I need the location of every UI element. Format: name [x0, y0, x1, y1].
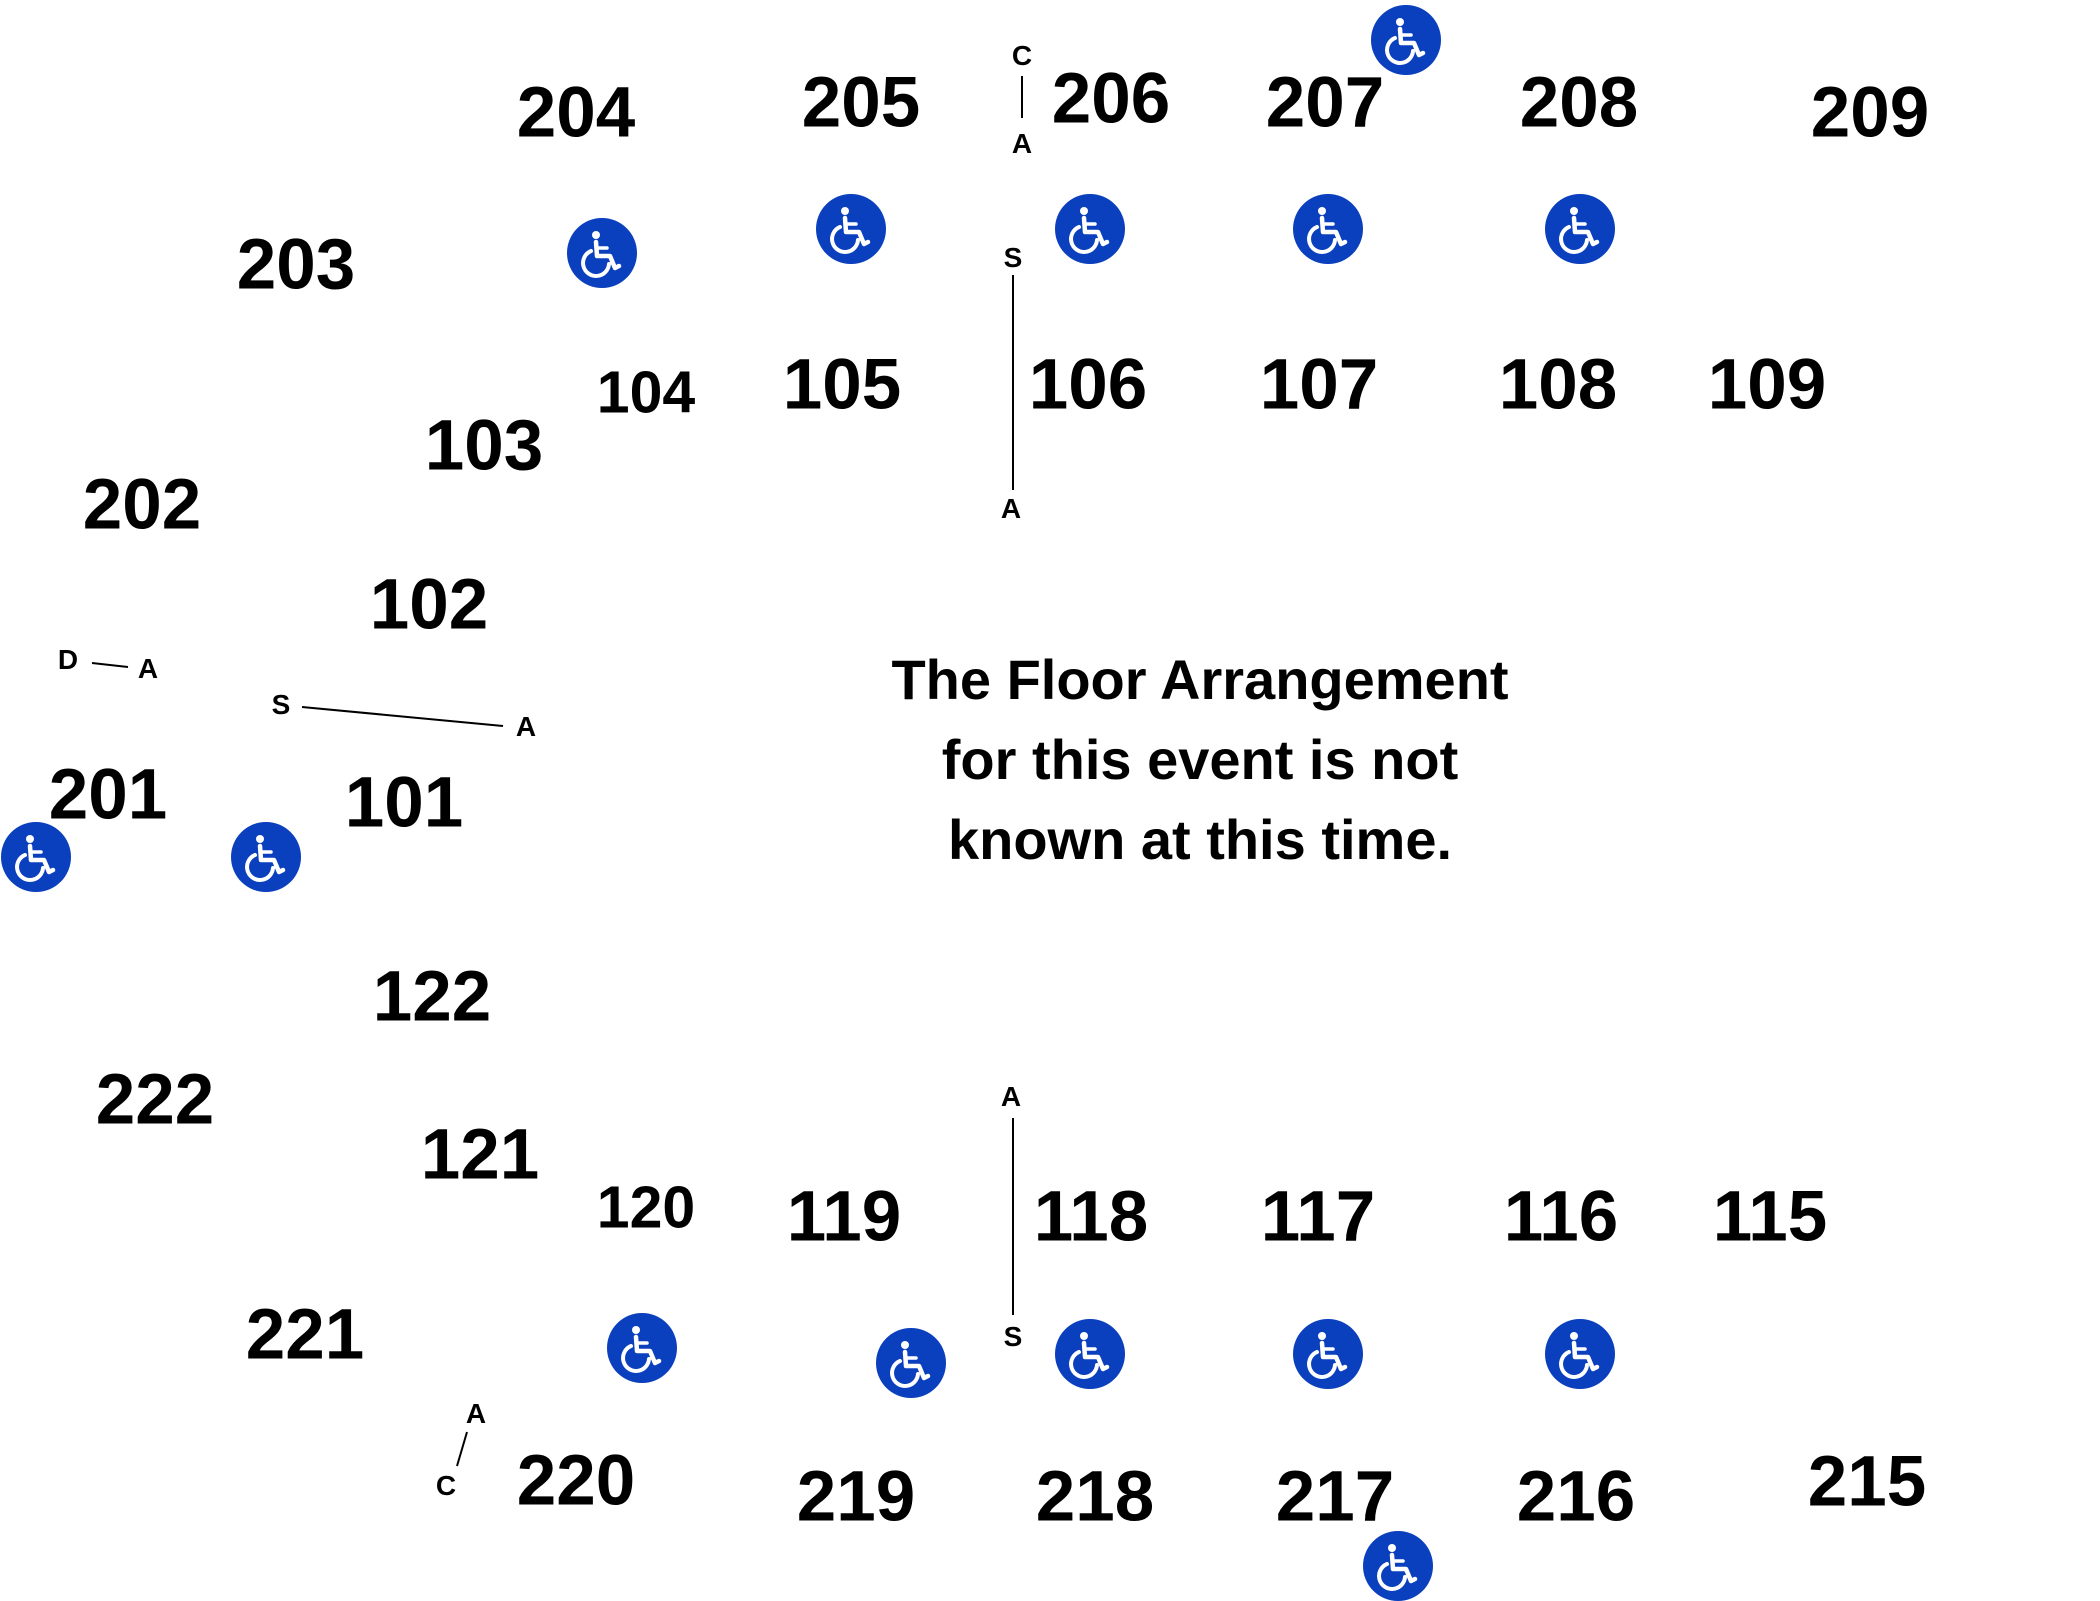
- wheelchair-accessible-icon: [1, 822, 71, 892]
- section-103[interactable]: 103: [424, 406, 544, 486]
- section-220[interactable]: 220: [516, 1441, 636, 1521]
- line-sw-a-c: [456, 1431, 468, 1467]
- wheelchair-accessible-icon: [231, 822, 301, 892]
- line-west-d-a: [91, 662, 129, 668]
- section-219[interactable]: 219: [796, 1457, 916, 1537]
- section-222[interactable]: 222: [95, 1060, 215, 1140]
- marker-north-a: A: [1000, 493, 1022, 524]
- section-217[interactable]: 217: [1275, 1457, 1395, 1537]
- section-204[interactable]: 204: [516, 73, 636, 153]
- marker-west-a1: A: [137, 653, 159, 684]
- wheelchair-accessible-icon: [1293, 1319, 1363, 1389]
- section-104[interactable]: 104: [596, 359, 696, 426]
- section-218[interactable]: 218: [1035, 1457, 1155, 1537]
- section-122[interactable]: 122: [372, 957, 492, 1037]
- line-west-s-a: [301, 706, 504, 727]
- floor-arrangement-notice: The Floor Arrangement for this event is …: [790, 640, 1610, 880]
- marker-south-a: A: [1000, 1081, 1022, 1112]
- section-120[interactable]: 120: [596, 1174, 696, 1241]
- section-205[interactable]: 205: [801, 63, 921, 143]
- section-108[interactable]: 108: [1498, 345, 1618, 425]
- section-102[interactable]: 102: [369, 565, 489, 645]
- wheelchair-accessible-icon: [876, 1328, 946, 1398]
- marker-sw-a: A: [465, 1398, 487, 1429]
- marker-top-c: C: [1011, 40, 1033, 71]
- notice-line-3: known at this time.: [947, 808, 1453, 871]
- section-107[interactable]: 107: [1259, 345, 1379, 425]
- wheelchair-accessible-icon: [1371, 5, 1441, 75]
- wheelchair-accessible-icon: [816, 194, 886, 264]
- wheelchair-accessible-icon: [1055, 194, 1125, 264]
- marker-west-s: S: [271, 689, 291, 720]
- wheelchair-accessible-icon: [607, 1313, 677, 1383]
- marker-south-s: S: [1003, 1321, 1023, 1352]
- section-106[interactable]: 106: [1028, 345, 1148, 425]
- marker-north-s: S: [1003, 242, 1023, 273]
- section-119[interactable]: 119: [786, 1177, 902, 1257]
- notice-line-1: The Floor Arrangement: [891, 648, 1509, 711]
- wheelchair-accessible-icon: [1545, 194, 1615, 264]
- wheelchair-accessible-icon: [1545, 1319, 1615, 1389]
- section-206[interactable]: 206: [1051, 59, 1171, 139]
- section-101[interactable]: 101: [344, 763, 464, 843]
- section-118[interactable]: 118: [1033, 1177, 1149, 1257]
- section-208[interactable]: 208: [1519, 63, 1639, 143]
- marker-top-a: A: [1011, 128, 1033, 159]
- section-117[interactable]: 117: [1260, 1177, 1376, 1257]
- section-202[interactable]: 202: [82, 465, 202, 545]
- section-209[interactable]: 209: [1810, 73, 1930, 153]
- section-121[interactable]: 121: [420, 1115, 540, 1195]
- section-201[interactable]: 201: [48, 755, 168, 835]
- section-203[interactable]: 203: [236, 225, 356, 305]
- wheelchair-accessible-icon: [1293, 194, 1363, 264]
- section-105[interactable]: 105: [782, 345, 902, 425]
- section-216[interactable]: 216: [1516, 1457, 1636, 1537]
- section-221[interactable]: 221: [245, 1295, 365, 1375]
- marker-west-d: D: [57, 644, 79, 675]
- wheelchair-accessible-icon: [1363, 1531, 1433, 1601]
- notice-line-2: for this event is not: [941, 728, 1459, 791]
- marker-west-a2: A: [515, 711, 537, 742]
- section-207[interactable]: 207: [1265, 63, 1385, 143]
- section-115[interactable]: 115: [1712, 1177, 1828, 1257]
- section-116[interactable]: 116: [1503, 1177, 1619, 1257]
- section-109[interactable]: 109: [1707, 345, 1827, 425]
- marker-sw-c: C: [435, 1470, 457, 1501]
- wheelchair-accessible-icon: [1055, 1319, 1125, 1389]
- wheelchair-accessible-icon: [567, 218, 637, 288]
- section-215[interactable]: 215: [1807, 1442, 1927, 1522]
